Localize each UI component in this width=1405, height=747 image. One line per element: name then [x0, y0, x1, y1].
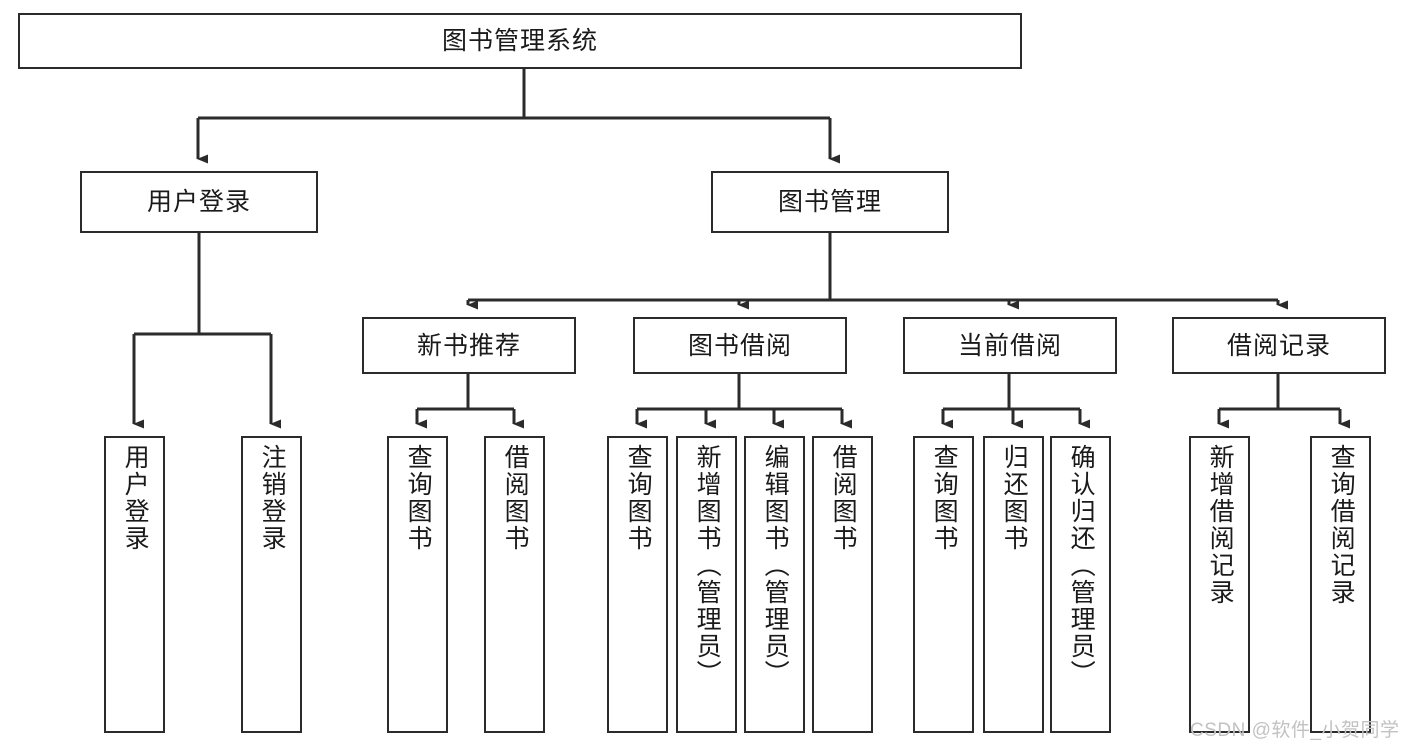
- node-book-borrow[interactable]: 图书借阅: [633, 317, 847, 374]
- connector-lines: [132, 69, 1350, 429]
- node-user-login[interactable]: 用户登录: [80, 171, 318, 233]
- node-label: 查询图书: [624, 444, 653, 552]
- node-label: 查询图书: [930, 444, 959, 552]
- node-label: 图书管理: [777, 188, 882, 216]
- node-label: 新增图书（管理员）: [693, 444, 722, 687]
- node-label: 图书管理系统: [441, 27, 598, 55]
- node-label: 用户登录: [146, 188, 251, 216]
- node-book-manage[interactable]: 图书管理: [711, 171, 949, 233]
- node-label: 用户登录: [121, 444, 150, 552]
- node-label: 确认归还（管理员）: [1067, 444, 1096, 687]
- node-label: 归还图书: [1000, 444, 1029, 552]
- node-label: 新书推荐: [416, 331, 521, 360]
- node-label: 新增借阅记录: [1206, 444, 1235, 606]
- node-label: 编辑图书（管理员）: [761, 444, 790, 687]
- node-leaf-add-book[interactable]: 新增图书（管理员）: [676, 436, 737, 733]
- node-leaf-borrow-book-2[interactable]: 借阅图书: [812, 436, 873, 733]
- node-leaf-edit-book[interactable]: 编辑图书（管理员）: [744, 436, 805, 733]
- node-leaf-user-login[interactable]: 用户登录: [104, 436, 165, 733]
- node-root-system[interactable]: 图书管理系统: [18, 13, 1022, 69]
- node-new-book-recommend[interactable]: 新书推荐: [362, 317, 576, 374]
- node-leaf-user-logout[interactable]: 注销登录: [241, 436, 302, 733]
- node-leaf-query-book-2[interactable]: 查询图书: [607, 436, 668, 733]
- node-leaf-add-record[interactable]: 新增借阅记录: [1189, 436, 1250, 733]
- node-leaf-query-record[interactable]: 查询借阅记录: [1310, 436, 1371, 733]
- node-label: 注销登录: [258, 444, 287, 552]
- node-label: 图书借阅: [687, 331, 792, 360]
- node-leaf-query-book-3[interactable]: 查询图书: [913, 436, 974, 733]
- node-label: 当前借阅: [957, 331, 1062, 360]
- node-label: 借阅记录: [1226, 331, 1331, 360]
- watermark-text: CSDN @软件_小贺同学: [1190, 720, 1400, 741]
- node-label: 借阅图书: [501, 444, 530, 552]
- node-label: 查询图书: [404, 444, 433, 552]
- node-leaf-borrow-book-1[interactable]: 借阅图书: [484, 436, 545, 733]
- node-leaf-query-book-1[interactable]: 查询图书: [387, 436, 448, 733]
- node-borrow-record[interactable]: 借阅记录: [1172, 317, 1386, 374]
- node-label: 查询借阅记录: [1327, 444, 1356, 606]
- node-label: 借阅图书: [829, 444, 858, 552]
- node-current-borrow[interactable]: 当前借阅: [903, 317, 1117, 374]
- node-leaf-return-book[interactable]: 归还图书: [983, 436, 1044, 733]
- node-leaf-confirm-return[interactable]: 确认归还（管理员）: [1050, 436, 1111, 733]
